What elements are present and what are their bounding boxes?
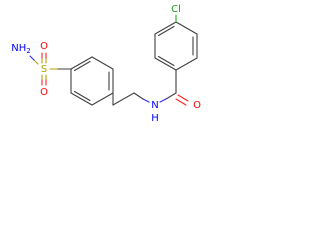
bond (175, 98, 187, 106)
bond (177, 94, 189, 102)
amide-hydrogen-label: H (151, 113, 159, 124)
bond (142, 98, 150, 103)
bond (165, 92, 177, 100)
sulfonyl-oxygen-lower-label: O (40, 87, 48, 98)
bond (175, 21, 198, 35)
bond (70, 56, 93, 70)
bond (157, 25, 175, 37)
bond (133, 92, 144, 100)
chlorine-label: Cl (171, 4, 181, 15)
nh2-subscript: 2 (26, 47, 30, 55)
bond (73, 60, 91, 72)
bond (154, 21, 177, 35)
bond (175, 57, 198, 71)
bond (29, 55, 35, 61)
sulfur-label: S (41, 64, 47, 75)
bond (157, 55, 175, 67)
bond (33, 59, 39, 65)
bond (112, 92, 135, 106)
bond (91, 92, 114, 106)
bond (73, 90, 91, 102)
amide-nitrogen-label: N (151, 100, 158, 111)
phenyl-ring (70, 56, 114, 106)
bond (70, 92, 93, 106)
sulfonyl-oxygen-upper-label: O (40, 41, 48, 52)
sulfonamide-nitrogen-label: NH2 (11, 43, 30, 55)
nh-text: NH (11, 43, 26, 54)
carbonyl-oxygen-label: O (193, 100, 201, 111)
bond (159, 98, 167, 103)
bond (154, 57, 177, 71)
chlorophenyl-ring (154, 21, 198, 71)
structure-diagram: Cl O N H S O NH2 O (11, 4, 201, 124)
bond (91, 56, 114, 70)
